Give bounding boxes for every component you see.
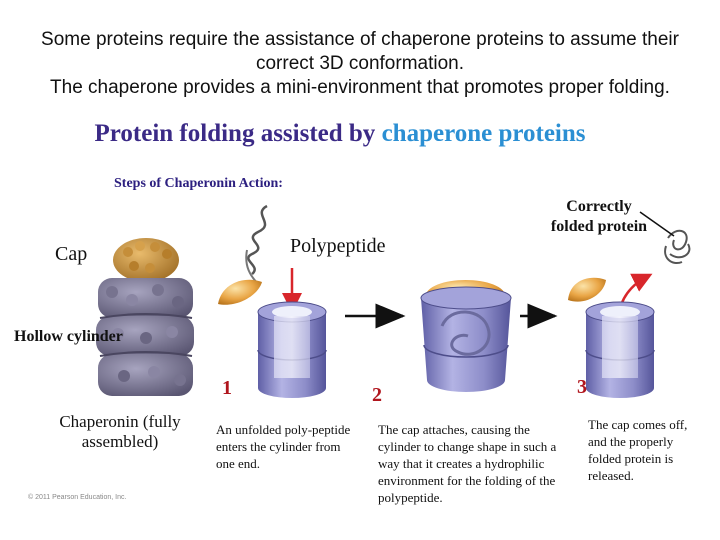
open-cylinder-step-1 <box>257 301 327 398</box>
step-2-description: The cap attaches, causing the cylinder t… <box>378 422 557 505</box>
title-main: Protein folding assisted by <box>94 120 382 147</box>
step-2-number: 2 <box>372 384 382 406</box>
step-3-illustration <box>568 211 691 398</box>
folded-protein <box>664 229 691 264</box>
folded-protein-pointer <box>639 211 675 237</box>
cap-piece-step-1 <box>218 279 262 305</box>
unfolded-polypeptide-strand <box>247 204 268 275</box>
label-chaperonin: Chaperonin (fully assembled) <box>59 412 181 451</box>
slide-title: Protein folding assisted by chaperone pr… <box>0 120 680 148</box>
chaperonin-molecule-image <box>96 238 194 396</box>
folding-polypeptide <box>440 310 491 356</box>
step-1-description: An unfolded poly-peptide enters the cyli… <box>216 422 351 471</box>
copyright-notice: © 2011 Pearson Education, Inc. <box>28 494 127 501</box>
label-cap: Cap <box>55 243 88 265</box>
open-cylinder-step-3 <box>585 301 655 398</box>
step-3-description: The cap comes off, and the properly fold… <box>588 417 688 483</box>
label-hollow-cylinder: Hollow cylinder <box>14 328 123 345</box>
released-cap-step-3 <box>568 277 606 302</box>
step-1-illustration <box>218 204 327 398</box>
intro-line-2: correct 3D conformation. <box>255 53 465 74</box>
intro-line-1: Some proteins require the assistance of … <box>41 29 679 50</box>
intro-text: Some proteins require the assistance of … <box>0 28 720 100</box>
step-1-number: 1 <box>222 377 232 399</box>
label-polypeptide: Polypeptide <box>290 235 386 257</box>
step-3-number: 3 <box>577 376 587 398</box>
step-2-illustration <box>420 280 512 392</box>
title-accent: chaperone proteins <box>381 120 586 147</box>
label-correctly-folded-protein: Correctly folded protein <box>550 198 648 235</box>
steps-heading: Steps of Chaperonin Action: <box>114 176 283 191</box>
intro-line-3: The chaperone provides a mini-environmen… <box>50 77 670 98</box>
